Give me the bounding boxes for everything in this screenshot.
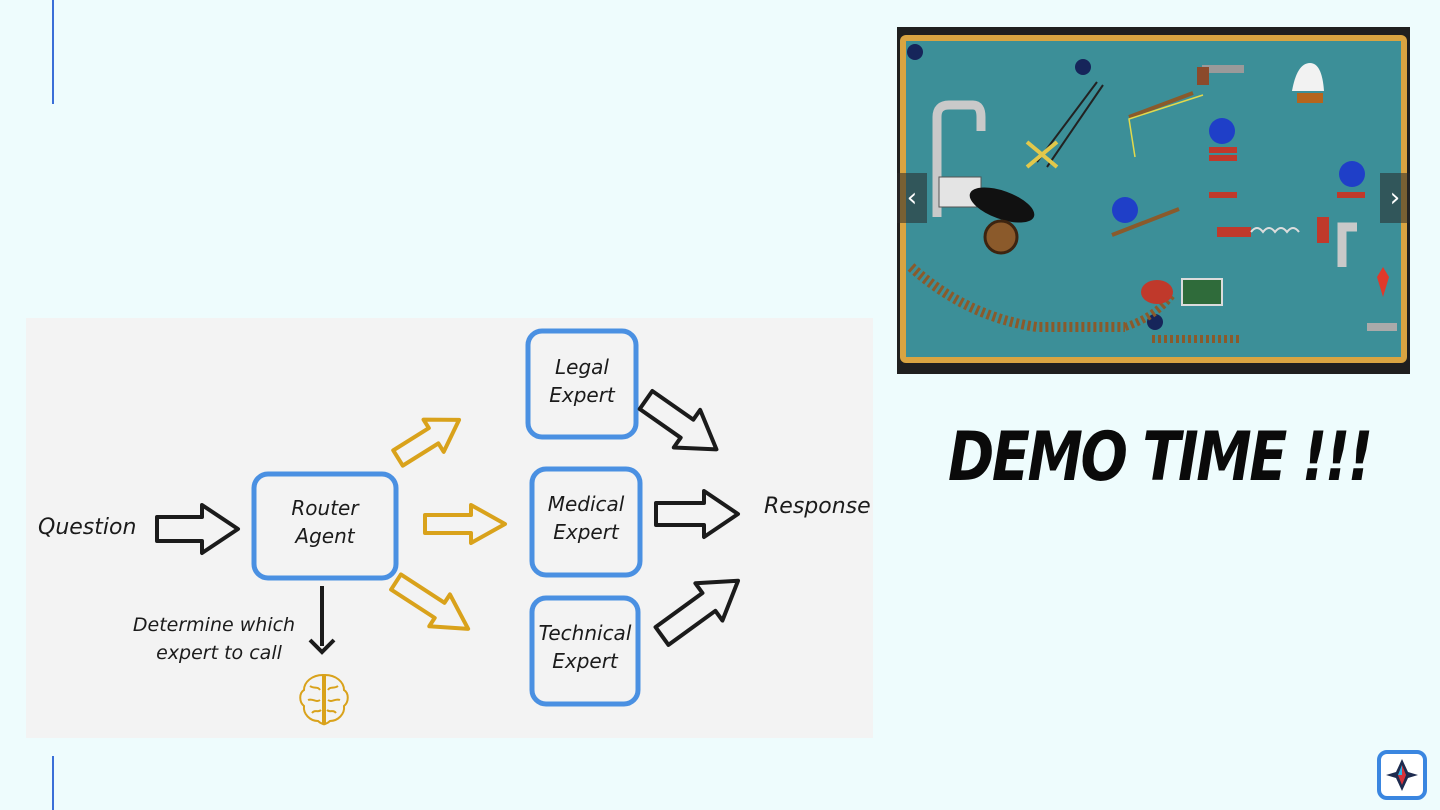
machine-game-screenshot: ‹ › xyxy=(897,27,1410,374)
router-to-technical-arrow xyxy=(389,572,471,631)
legal-expert-line2: Expert xyxy=(549,383,616,407)
medical-expert-line1: Medical xyxy=(548,492,625,516)
router-agent-diagram: Question Router Agent Determine which ex… xyxy=(26,318,873,738)
chevron-left-icon[interactable]: ‹ xyxy=(897,173,927,223)
router-label-line1: Router xyxy=(291,496,360,520)
response-label: Response xyxy=(764,494,871,519)
technical-expert-line2: Expert xyxy=(552,649,619,673)
router-label-line2: Agent xyxy=(293,524,355,548)
technical-to-response-arrow xyxy=(653,578,741,647)
technical-expert-line1: Technical xyxy=(539,621,632,645)
legal-expert-box: Legal Expert xyxy=(525,328,639,440)
technical-expert-box: Technical Expert xyxy=(529,595,641,707)
router-agent-box: Router Agent xyxy=(251,471,399,581)
brain-icon xyxy=(299,673,349,726)
medical-expert-line2: Expert xyxy=(553,520,620,544)
legal-to-response-arrow xyxy=(637,388,719,452)
game-board-illustration xyxy=(897,27,1410,374)
decorative-line-bottom xyxy=(52,756,54,810)
router-down-arrow xyxy=(308,586,336,655)
app-logo-icon[interactable] xyxy=(1377,750,1427,800)
medical-expert-box: Medical Expert xyxy=(529,466,643,578)
router-to-legal-arrow xyxy=(391,417,462,468)
question-label: Question xyxy=(38,515,136,540)
question-to-router-arrow xyxy=(155,503,240,555)
router-to-medical-arrow xyxy=(423,503,507,545)
chevron-right-icon[interactable]: › xyxy=(1380,173,1410,223)
decorative-line-top xyxy=(52,0,54,104)
medical-to-response-arrow xyxy=(654,489,740,539)
determine-label-line2: expert to call xyxy=(156,642,282,664)
demo-time-title: DEMO TIME !!! xyxy=(948,418,1373,497)
determine-label-line1: Determine which xyxy=(133,614,295,636)
legal-expert-line1: Legal xyxy=(555,355,609,379)
